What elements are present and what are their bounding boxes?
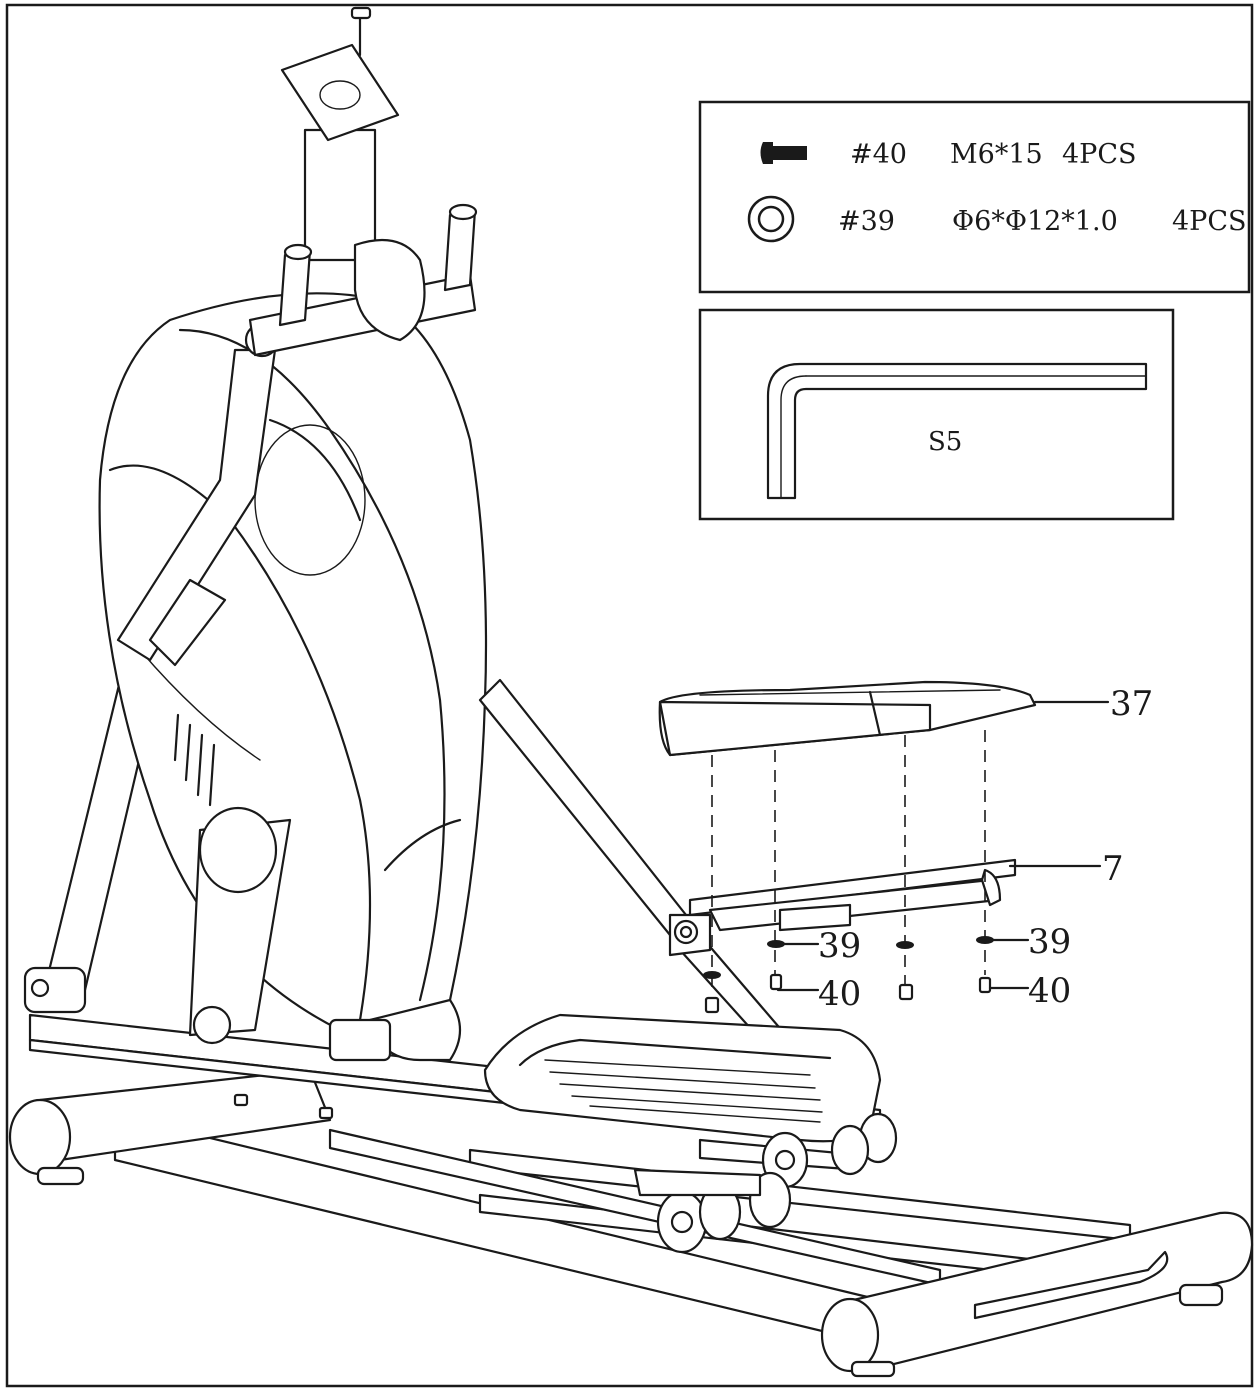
pedal-treads	[544, 1059, 823, 1123]
callout-washer-right: 39	[1028, 922, 1071, 962]
callout-leaders	[776, 700, 1110, 992]
rear-link-arm	[478, 678, 692, 937]
handlebar-posts	[248, 203, 478, 357]
washer-part-number: #39	[838, 206, 895, 237]
callout-washer-left: 39	[818, 926, 861, 966]
elliptical-trainer-drawing	[8, 6, 1254, 1378]
tool-box: S5	[698, 308, 1175, 521]
pedal	[483, 1013, 882, 1172]
washer-spec: Φ6*Φ12*1.0	[952, 206, 1118, 237]
bolt-qty: 4PCS	[1062, 139, 1137, 170]
callout-console: 37	[1110, 684, 1153, 724]
console-mast	[280, 6, 400, 262]
bolt-part-number: #40	[850, 139, 907, 170]
flywheel-shroud	[98, 292, 488, 1034]
allen-key-icon	[766, 362, 1148, 500]
pedal-rollers	[633, 1112, 898, 1254]
callout-bracket: 7	[1102, 849, 1124, 889]
button-head-bolt-icon	[760, 142, 807, 164]
callout-bolt-left: 40	[818, 974, 861, 1014]
vent-slots	[173, 713, 216, 807]
tool-label: S5	[928, 427, 962, 457]
bolt-spec: M6*15	[950, 139, 1043, 170]
console	[658, 680, 1037, 757]
page-border	[5, 3, 1254, 1388]
hardware-box: #40 M6*15 4PCS #39 Φ6*Φ12*1.0 4PCS	[698, 100, 1251, 294]
flat-washer-icon	[747, 195, 795, 243]
exploded-hardware	[703, 936, 994, 1014]
washer-qty: 4PCS	[1172, 206, 1247, 237]
console-bracket	[668, 858, 1017, 957]
callout-bolt-right: 40	[1028, 971, 1071, 1011]
rail-frame	[8, 1068, 1254, 1378]
crank-arm	[188, 806, 292, 1045]
